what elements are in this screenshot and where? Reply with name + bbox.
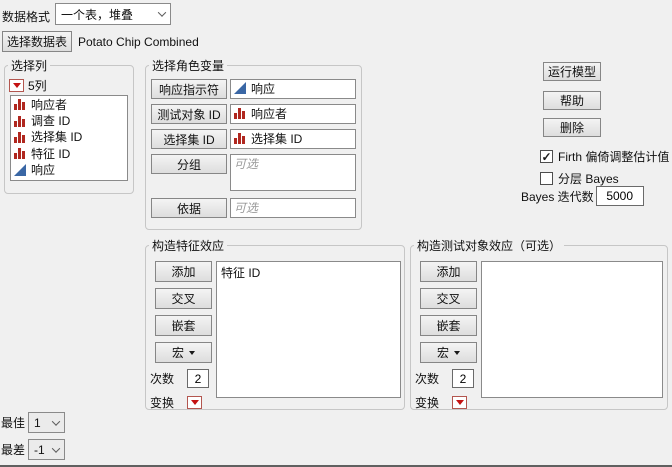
bayes-iterations-input[interactable]	[595, 186, 644, 206]
worst-row: 最差 -1	[1, 439, 66, 460]
grouping-field[interactable]: 可选	[230, 154, 356, 191]
nominal-bars-icon	[14, 131, 25, 143]
red-triangle-icon	[455, 400, 464, 405]
hierarchical-bayes-checkbox[interactable]	[540, 172, 553, 185]
nominal-bars-icon	[14, 148, 25, 160]
feature-transform-menu-button[interactable]	[187, 396, 203, 409]
column-list-item[interactable]: 调查 ID	[11, 112, 127, 128]
best-row: 最佳 1	[1, 412, 66, 433]
feature-transform-label: 变换	[150, 396, 175, 410]
by-field[interactable]: 可选	[230, 198, 356, 218]
remove-button[interactable]: 删除	[543, 118, 601, 137]
continuous-triangle-icon	[14, 163, 26, 176]
data-format-select[interactable]: 一个表，堆叠	[55, 3, 171, 25]
response-indicator-button[interactable]: 响应指示符	[151, 79, 227, 99]
column-list-item[interactable]: 选择集 ID	[11, 129, 127, 145]
feature-add-button[interactable]: 添加	[155, 261, 212, 282]
subject-degree-input[interactable]	[452, 369, 475, 388]
run-model-button[interactable]: 运行模型	[543, 62, 601, 81]
chevron-down-icon	[157, 8, 167, 17]
select-columns-title: 选择列	[11, 59, 48, 73]
subject-id-button[interactable]: 测试对象 ID	[151, 104, 227, 124]
subject-transform-menu-button[interactable]	[452, 396, 468, 409]
effect-list-item[interactable]: 特征 ID	[221, 266, 261, 280]
feature-degree-label: 次数	[150, 372, 175, 386]
nominal-bars-icon	[14, 115, 25, 127]
choice-set-id-field[interactable]: 选择集 ID	[230, 129, 356, 149]
columns-listbox[interactable]: 响应者 调查 ID 选择集 ID 特征 ID 响应	[10, 95, 128, 181]
feature-cross-button[interactable]: 交叉	[155, 288, 212, 309]
worst-label: 最差	[1, 443, 26, 457]
column-list-item[interactable]: 响应者	[11, 96, 127, 112]
subject-degree-label: 次数	[415, 372, 440, 386]
subject-cross-button[interactable]: 交叉	[420, 288, 477, 309]
feature-effects-title: 构造特征效应	[152, 239, 225, 253]
bayes-iterations-row: Bayes 迭代数	[521, 186, 644, 206]
best-select[interactable]: 1	[28, 412, 66, 433]
help-button[interactable]: 帮助	[543, 91, 601, 110]
columns-count: 5列	[28, 79, 47, 93]
caret-down-icon	[189, 350, 195, 355]
subject-effects-panel: 构造测试对象效应（可选） 添加 交叉 嵌套 宏 次数 变换	[410, 237, 668, 410]
feature-macros-button[interactable]: 宏	[155, 342, 212, 363]
column-list-item[interactable]: 特征 ID	[11, 145, 127, 161]
nominal-bars-icon	[234, 133, 245, 144]
continuous-triangle-icon	[234, 82, 246, 94]
subject-add-button[interactable]: 添加	[420, 261, 477, 282]
role-variables-panel: 选择角色变量 响应指示符 响应 测试对象 ID 响应者 选择集 ID	[145, 57, 362, 230]
subject-effects-title: 构造测试对象效应（可选）	[417, 239, 562, 253]
grouping-button[interactable]: 分组	[151, 154, 227, 174]
data-format-value: 一个表，堆叠	[61, 7, 134, 22]
firth-option-row: ✓ Firth 偏倚调整估计值	[540, 148, 669, 165]
caret-down-icon	[454, 350, 460, 355]
by-button[interactable]: 依据	[151, 198, 227, 218]
feature-nest-button[interactable]: 嵌套	[155, 315, 212, 336]
feature-effects-listbox[interactable]: 特征 ID	[216, 261, 401, 398]
response-indicator-field[interactable]: 响应	[230, 79, 356, 99]
red-triangle-icon	[190, 400, 199, 405]
subject-id-field[interactable]: 响应者	[230, 104, 356, 124]
subject-transform-label: 变换	[415, 396, 440, 410]
bayes-option-row: 分层 Bayes	[540, 170, 619, 187]
data-format-label: 数据格式	[2, 10, 51, 24]
role-variables-title: 选择角色变量	[152, 59, 225, 73]
columns-menu-button[interactable]	[9, 79, 24, 92]
select-columns-panel: 选择列 5列 响应者 调查 ID 选择集 ID 特征 ID	[4, 57, 134, 194]
red-triangle-icon	[12, 83, 21, 88]
column-list-item[interactable]: 响应	[11, 162, 127, 178]
worst-select[interactable]: -1	[28, 439, 66, 460]
nominal-bars-icon	[14, 99, 25, 111]
feature-effects-panel: 构造特征效应 添加 交叉 嵌套 宏 次数 变换 特征 ID	[145, 237, 405, 410]
chevron-down-icon	[51, 443, 61, 453]
chevron-down-icon	[51, 416, 61, 426]
subject-nest-button[interactable]: 嵌套	[420, 315, 477, 336]
firth-checkbox[interactable]: ✓	[540, 150, 553, 163]
select-data-table-button[interactable]: 选择数据表	[2, 31, 72, 52]
feature-degree-input[interactable]	[187, 369, 210, 388]
check-icon: ✓	[541, 149, 552, 164]
table-name: Potato Chip Combined	[78, 35, 199, 49]
bayes-iterations-label: Bayes 迭代数	[521, 189, 594, 204]
choice-set-id-button[interactable]: 选择集 ID	[151, 129, 227, 149]
subject-effects-listbox[interactable]	[481, 261, 663, 398]
best-label: 最佳	[1, 416, 26, 430]
nominal-bars-icon	[234, 108, 245, 119]
hierarchical-bayes-label: 分层 Bayes	[558, 172, 619, 186]
subject-macros-button[interactable]: 宏	[420, 342, 477, 363]
firth-label: Firth 偏倚调整估计值	[558, 150, 670, 164]
